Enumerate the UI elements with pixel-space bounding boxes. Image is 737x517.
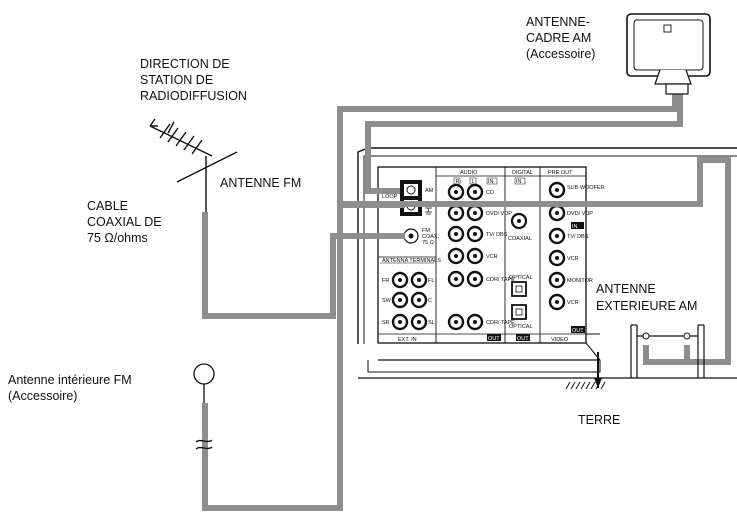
digital-out-tag: OUT <box>517 336 529 342</box>
audio-in-tag: IN <box>488 179 494 185</box>
optical-in-label: OPTICAL <box>509 275 533 281</box>
outdoor-am-label-2: EXTERIEURE AM <box>596 299 697 313</box>
digital-in-tag: IN <box>516 179 522 185</box>
preout-video-jacks <box>548 181 566 311</box>
am-loop-cable-b <box>365 93 683 194</box>
audio-input-jacks <box>447 183 484 331</box>
broadcast-direction-label-2: STATION DE <box>140 73 213 87</box>
am-terminal-label: AM <box>425 188 434 194</box>
ext-in-sl-label: SL <box>428 320 435 326</box>
outdoor-am-label-1: ANTENNE <box>596 282 656 296</box>
ext-in-label: EXT. IN <box>398 337 417 343</box>
channel-l-label: L <box>472 179 475 185</box>
ext-in-sw-label: SW <box>382 298 392 304</box>
ext-in-c-label: C <box>428 298 432 304</box>
ext-in-sr-label: SR <box>382 320 390 326</box>
loop-ant-label-1: LOOP <box>382 194 398 200</box>
indoor-fm-label-1: Antenne intérieure FM <box>8 373 132 387</box>
digital-header: DIGITAL <box>512 170 533 176</box>
ext-in-fl-label: FL <box>428 278 434 284</box>
video-vcr-label: VCR <box>567 256 579 262</box>
video-tvdbs-label: TV/ DBS <box>567 234 589 240</box>
optical-out-label: OPTICAL <box>509 324 533 330</box>
ext-in-jacks: FR FL SW C SR SL <box>382 271 435 331</box>
fm-coax-label-3: 75 Ω <box>422 240 434 246</box>
input-cd-label: CD <box>486 190 494 196</box>
input-vcr-label: VCR <box>486 254 498 260</box>
coax-cable-label-2: COAXIAL DE <box>87 215 162 229</box>
video-vcr-out-label: VCR <box>567 300 579 306</box>
output-cdr-tape-label: CDR/ TAPE <box>486 320 515 326</box>
broadcast-direction-label-3: RADIODIFFUSION <box>140 89 247 103</box>
receiver-rear-panel: AUDIO DIGITAL PRE OUT R L IN IN AM LOOP … <box>357 147 737 379</box>
fm-coax-label-2: COAX. <box>422 234 440 240</box>
am-loop-cable-a <box>202 93 678 511</box>
preout-subwoofer-label: SUB WOOFER <box>567 185 605 191</box>
ground-terminal <box>565 352 606 390</box>
input-tvdbs-label: TV/ DBS <box>486 232 508 238</box>
coaxial-label: COAXIAL <box>508 236 532 242</box>
antenna-terminals-label: ANTENNA TERMINALS <box>382 258 441 264</box>
video-dvd-label: DVD/ VDP <box>567 211 593 217</box>
fm-antenna-cable <box>202 212 405 319</box>
video-in-tag: IN <box>572 224 578 230</box>
indoor-fm-label-2: (Accessoire) <box>8 389 77 403</box>
channel-r-label: R <box>456 179 460 185</box>
video-monitor-label: MONITOR <box>567 278 593 284</box>
fm-coax-label-1: FM <box>422 228 430 234</box>
fm-antenna-label: ANTENNE FM <box>220 176 301 190</box>
outdoor-am-cable-b <box>342 157 731 365</box>
am-loop-antenna <box>626 13 711 95</box>
am-loop-label-2: CADRE AM <box>526 31 591 45</box>
am-loop-label-1: ANTENNE- <box>526 15 590 29</box>
outdoor-am-antenna <box>630 324 705 378</box>
input-cdr-tape-label: CDR/ TAPE <box>486 277 515 283</box>
ext-in-fr-label: FR <box>382 278 389 284</box>
ground-label: TERRE <box>578 413 620 427</box>
input-dvd-label: DVD/ VDP <box>486 211 512 217</box>
video-out-tag: OUT <box>572 328 584 334</box>
antenna-cables <box>202 93 731 511</box>
fm-antenna <box>149 118 238 212</box>
coax-cable-label-1: CABLE <box>87 199 128 213</box>
coax-cable-label-3: 75 Ω/ohms <box>87 231 148 245</box>
am-loop-label-3: (Accessoire) <box>526 47 595 61</box>
broadcast-direction-label-1: DIRECTION DE <box>140 57 230 71</box>
audio-out-tag: OUT <box>488 336 500 342</box>
preout-header: PRE OUT <box>548 170 573 176</box>
audio-header: AUDIO <box>460 170 478 176</box>
video-label: VIDEO <box>551 337 569 343</box>
indoor-fm-antenna <box>193 363 215 450</box>
